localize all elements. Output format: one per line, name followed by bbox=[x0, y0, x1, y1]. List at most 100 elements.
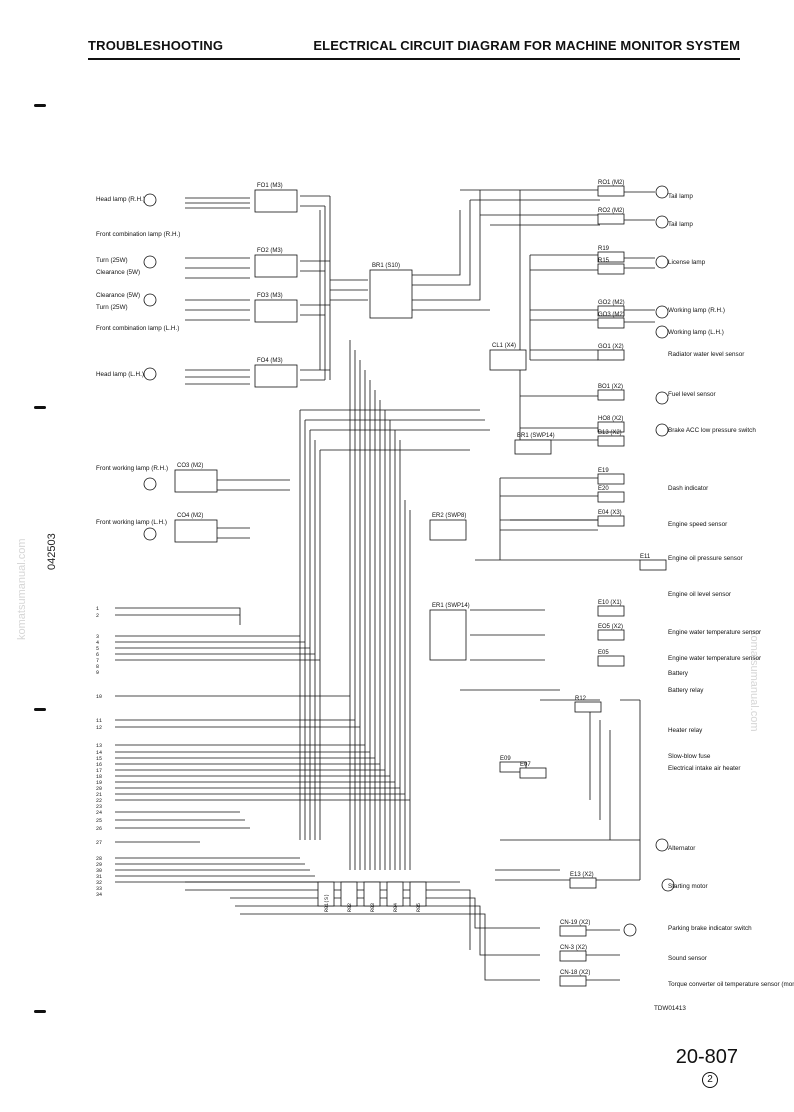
connector-label: E05 bbox=[598, 650, 609, 656]
connector-label: CL1 (X4) bbox=[492, 343, 516, 349]
connector-center-2 bbox=[514, 439, 552, 455]
terminal-number: 15 bbox=[96, 756, 102, 762]
component-label-right: Heater relay bbox=[668, 727, 703, 734]
component-label-right: Radiator water level sensor bbox=[668, 351, 744, 358]
terminal-number: 9 bbox=[96, 670, 99, 676]
component-label-left: Front working lamp (R.H.) bbox=[96, 465, 168, 472]
component-label-right: Slow-blow fuse bbox=[668, 753, 711, 760]
terminal-number: 12 bbox=[96, 725, 102, 731]
component-label-right: Battery relay bbox=[668, 687, 704, 694]
connector-right-6 bbox=[597, 349, 625, 361]
component-label-left: Front working lamp (L.H.) bbox=[96, 519, 167, 526]
connector-right-17 bbox=[574, 701, 602, 713]
bottom-connector bbox=[317, 881, 335, 907]
terminal-number: 5 bbox=[96, 646, 99, 652]
connector-right-21 bbox=[559, 925, 587, 937]
connector-right-12 bbox=[597, 515, 625, 527]
terminal-number: 28 bbox=[96, 856, 102, 862]
component-label-right: Parking brake indicator switch bbox=[668, 925, 752, 932]
bottom-connector bbox=[363, 881, 381, 907]
connector-right-1 bbox=[597, 213, 625, 225]
connector-label: RO2 (M2) bbox=[598, 208, 624, 214]
device-icon bbox=[655, 423, 669, 437]
component-label-right: Torque converter oil temperature sensor … bbox=[668, 981, 794, 988]
component-label-right: Electrical intake air heater bbox=[668, 765, 740, 772]
component-label-left: Front combination lamp (L.H.) bbox=[96, 325, 179, 332]
connector-label: E13 (X2) bbox=[570, 872, 594, 878]
connector-label: EO5 (X2) bbox=[598, 624, 623, 630]
terminal-number: 19 bbox=[96, 780, 102, 786]
connector-label: ER1 (SWP14) bbox=[432, 603, 470, 609]
component-label-right: Working lamp (L.H.) bbox=[668, 329, 724, 336]
connector-label: CN-3 (X2) bbox=[560, 945, 587, 951]
device-icon bbox=[655, 391, 669, 405]
terminal-number: 11 bbox=[96, 718, 102, 724]
connector-label: E20 bbox=[598, 486, 609, 492]
bottom-connector bbox=[386, 881, 404, 907]
bottom-connector bbox=[409, 881, 427, 907]
connector-label: E19 bbox=[598, 468, 609, 474]
connector-1 bbox=[254, 254, 298, 278]
connector-label: E09 bbox=[500, 756, 511, 762]
connector-right-19 bbox=[519, 767, 547, 779]
component-label-left: Clearance (5W) bbox=[96, 292, 140, 299]
terminal-number: 29 bbox=[96, 862, 102, 868]
component-label-right: Engine speed sensor bbox=[668, 521, 727, 528]
connector-label: E10 (X1) bbox=[598, 600, 622, 606]
connector-label: E07 bbox=[520, 762, 531, 768]
component-label-left: Clearance (5W) bbox=[96, 269, 140, 276]
connector-0 bbox=[254, 189, 298, 213]
connector-label: E04 (X3) bbox=[598, 510, 622, 516]
terminal-number: 8 bbox=[96, 664, 99, 670]
wire-bundle bbox=[115, 189, 655, 981]
binder-mark bbox=[34, 1010, 46, 1013]
device-icon bbox=[655, 325, 669, 339]
component-label-right: Engine oil pressure sensor bbox=[668, 555, 743, 562]
connector-label: BR1 (S10) bbox=[372, 263, 400, 269]
connector-center-1 bbox=[489, 349, 527, 371]
device-icon bbox=[661, 878, 675, 892]
terminal-number: 14 bbox=[96, 750, 102, 756]
lamp-icon bbox=[143, 293, 157, 307]
terminal-number: 13 bbox=[96, 743, 102, 749]
connector-label: ER2 (SWP8) bbox=[432, 513, 466, 519]
connector-label: FO3 (M3) bbox=[257, 293, 283, 299]
connector-right-10 bbox=[597, 473, 625, 485]
connector-center-0 bbox=[369, 269, 413, 319]
component-label-right: Brake ACC low pressure switch bbox=[668, 427, 756, 434]
connector-label: B13 (X2) bbox=[598, 430, 622, 436]
component-label-left: Head lamp (R.H.) bbox=[96, 196, 145, 203]
connector-label: RO1 (M2) bbox=[598, 180, 624, 186]
lamp-icon bbox=[143, 367, 157, 381]
connector-2 bbox=[254, 299, 298, 323]
terminal-number: 25 bbox=[96, 818, 102, 824]
connector-label: R15 bbox=[598, 258, 610, 264]
connector-label: FO2 (M3) bbox=[257, 248, 283, 254]
component-label-right: Battery bbox=[668, 670, 689, 677]
terminal-number: 16 bbox=[96, 762, 102, 768]
component-label-right: Engine water temperature sensor bbox=[668, 655, 761, 662]
lamp-icon bbox=[143, 255, 157, 269]
connector-label: GO3 (M2) bbox=[598, 312, 625, 318]
connector-right-14 bbox=[597, 605, 625, 617]
terminal-number: 1 bbox=[96, 606, 99, 612]
bottom-connector-label: R04 bbox=[393, 903, 399, 912]
connector-right-16 bbox=[597, 655, 625, 667]
component-label-right: Fuel level sensor bbox=[668, 391, 716, 398]
bottom-connector-label: R01(S) bbox=[324, 894, 330, 912]
component-label-left: Turn (25W) bbox=[96, 304, 128, 311]
connector-right-20 bbox=[569, 877, 597, 889]
lamp-icon bbox=[143, 477, 157, 491]
section-title: TROUBLESHOOTING bbox=[88, 38, 224, 53]
connector-5 bbox=[174, 519, 218, 543]
terminal-number: 4 bbox=[96, 640, 99, 646]
diagram-title: ELECTRICAL CIRCUIT DIAGRAM FOR MACHINE M… bbox=[313, 38, 740, 53]
component-label-left: Turn (25W) bbox=[96, 257, 128, 264]
revision-mark: 2 bbox=[702, 1072, 718, 1088]
connector-center-3 bbox=[429, 519, 467, 541]
connector-right-8 bbox=[597, 421, 625, 433]
lamp-icon bbox=[143, 193, 157, 207]
bottom-connector bbox=[340, 881, 358, 907]
connector-right-18 bbox=[499, 761, 527, 773]
